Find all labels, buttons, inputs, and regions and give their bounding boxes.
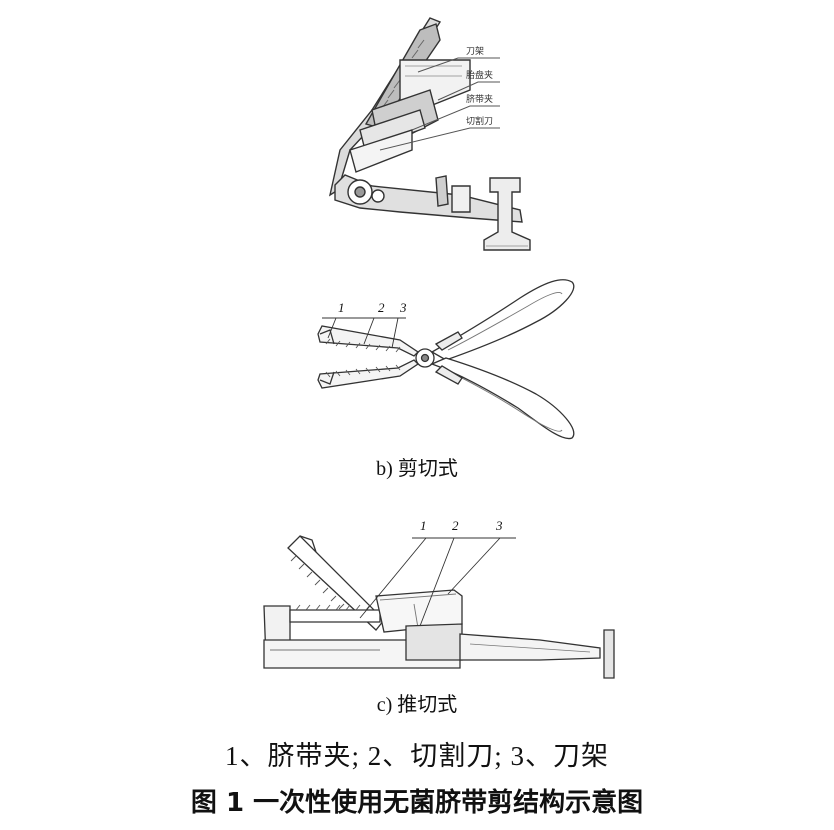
figure-b-marker-1: 1 — [338, 300, 345, 315]
figure-b-caption: b) 剪切式 — [376, 458, 458, 480]
figure-b-marker-3: 3 — [400, 300, 407, 315]
figure-a-label-cord-clamp: 脐带夹 — [466, 95, 494, 105]
figure-b-marker-2: 2 — [378, 300, 385, 315]
figure-c-marker-1: 1 — [420, 518, 427, 533]
figure-a-device — [328, 17, 531, 251]
figure-title: 图 1 一次性使用无菌脐带剪结构示意图 — [190, 788, 644, 818]
figure-c-leaders — [359, 537, 516, 627]
figure-b-leaders — [322, 317, 406, 349]
figure-a-leaders — [379, 57, 500, 151]
figure-c-device — [263, 535, 615, 679]
figure-a-label-blade-holder: 刀架 — [466, 47, 485, 57]
figure-c-marker-2: 2 — [452, 518, 459, 533]
figure-legend: 1、脐带夹; 2、切割刀; 3、刀架 — [224, 741, 609, 771]
figure-b-device — [317, 279, 575, 440]
figure-a-label-placenta-clamp: 胎盘夹 — [466, 71, 494, 81]
figure-a-label-cutting-blade: 切割刀 — [466, 117, 494, 127]
figure-c-marker-3: 3 — [496, 518, 503, 533]
figure-c-caption: c) 推切式 — [376, 694, 458, 716]
